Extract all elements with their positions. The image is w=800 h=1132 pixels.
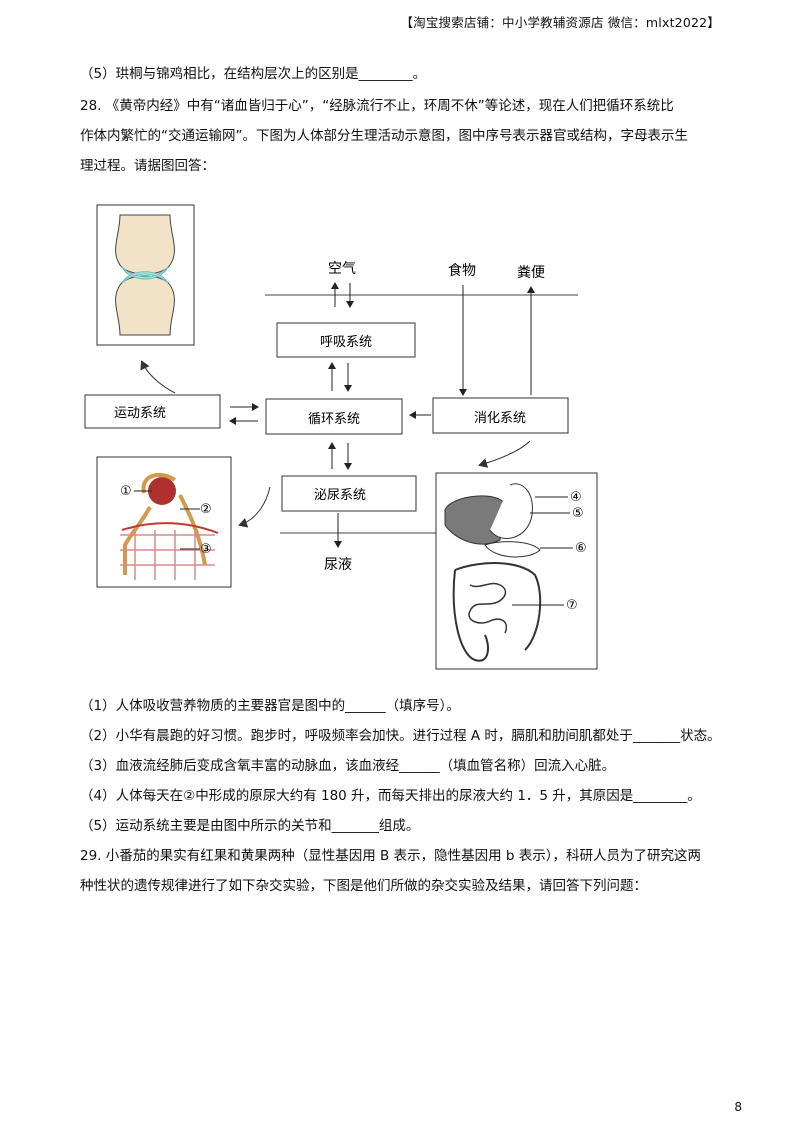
q28-sub-4: （4）人体每天在②中形成的原尿大约有 180 升，而每天排出的尿液大约 1．5 … bbox=[80, 788, 701, 804]
digestive-organs-image: ④ ⑤ ⑥ ⑦ bbox=[435, 472, 598, 670]
label-7: ⑦ bbox=[566, 598, 578, 613]
nephron-image: ① ② ③ bbox=[96, 456, 232, 588]
q28-stem-line-2: 作体内繁忙的“交通运输网”。下图为人体部分生理活动示意图，图中序号表示器官或结构… bbox=[80, 128, 688, 144]
q28-sub-3: （3）血液流经肺后变成含氧丰富的动脉血，该血液经______（填血管名称）回流入… bbox=[80, 758, 616, 774]
q28-sub-5: （5）运动系统主要是由图中所示的关节和_______组成。 bbox=[80, 818, 420, 834]
physiology-diagram: 空气 食物 粪便 尿液 呼吸系统 循环系统 消化系统 运动系统 泌尿系统 bbox=[84, 204, 598, 670]
q28-sub-2: （2）小华有晨跑的好习惯。跑步时，呼吸频率会加快。进行过程 A 时，膈肌和肋间肌… bbox=[80, 728, 721, 744]
circulatory-system-label: 循环系统 bbox=[308, 412, 360, 427]
food-label: 食物 bbox=[448, 262, 476, 279]
urinary-system-box: 泌尿系统 bbox=[281, 475, 417, 512]
q29-line-1: 29. 小番茄的果实有红果和黄果两种（显性基因用 B 表示，隐性基因用 b 表示… bbox=[80, 848, 702, 864]
digestive-system-label: 消化系统 bbox=[474, 411, 526, 426]
circulatory-system-box: 循环系统 bbox=[265, 398, 403, 435]
label-6: ⑥ bbox=[575, 541, 587, 556]
respiratory-system-box: 呼吸系统 bbox=[276, 322, 416, 358]
q29-line-2: 种性状的遗传规律进行了如下杂交实验，下图是他们所做的杂交实验及结果，请回答下列问… bbox=[80, 878, 647, 894]
digestive-system-box: 消化系统 bbox=[432, 397, 569, 434]
motor-system-label: 运动系统 bbox=[114, 406, 166, 421]
air-label: 空气 bbox=[328, 261, 356, 277]
knee-joint-image bbox=[96, 204, 195, 346]
label-1: ① bbox=[120, 484, 132, 499]
q28-stem-line-1: 28. 《黄帝内经》中有“诸血皆归于心”，“经脉流行不止，环周不休”等论述，现在… bbox=[80, 98, 674, 114]
feces-label: 粪便 bbox=[517, 265, 545, 281]
q27-5-text: （5）珙桐与锦鸡相比，在结构层次上的区别是________。 bbox=[80, 66, 427, 82]
shop-header: 【淘宝搜索店铺：中小学教辅资源店 微信：mlxt2022】 bbox=[400, 15, 720, 30]
label-3: ③ bbox=[200, 542, 212, 557]
label-5: ⑤ bbox=[572, 506, 584, 521]
q28-stem-line-3: 理过程。请据图回答： bbox=[80, 158, 215, 174]
page-number: 8 bbox=[734, 1100, 742, 1114]
urine-label: 尿液 bbox=[324, 557, 352, 573]
motor-system-box: 运动系统 bbox=[84, 394, 221, 429]
label-2: ② bbox=[200, 502, 212, 517]
respiratory-system-label: 呼吸系统 bbox=[320, 335, 372, 350]
label-4: ④ bbox=[570, 490, 582, 505]
urinary-system-label: 泌尿系统 bbox=[314, 488, 366, 503]
q28-sub-1: （1）人体吸收营养物质的主要器官是图中的______（填序号）。 bbox=[80, 698, 460, 714]
